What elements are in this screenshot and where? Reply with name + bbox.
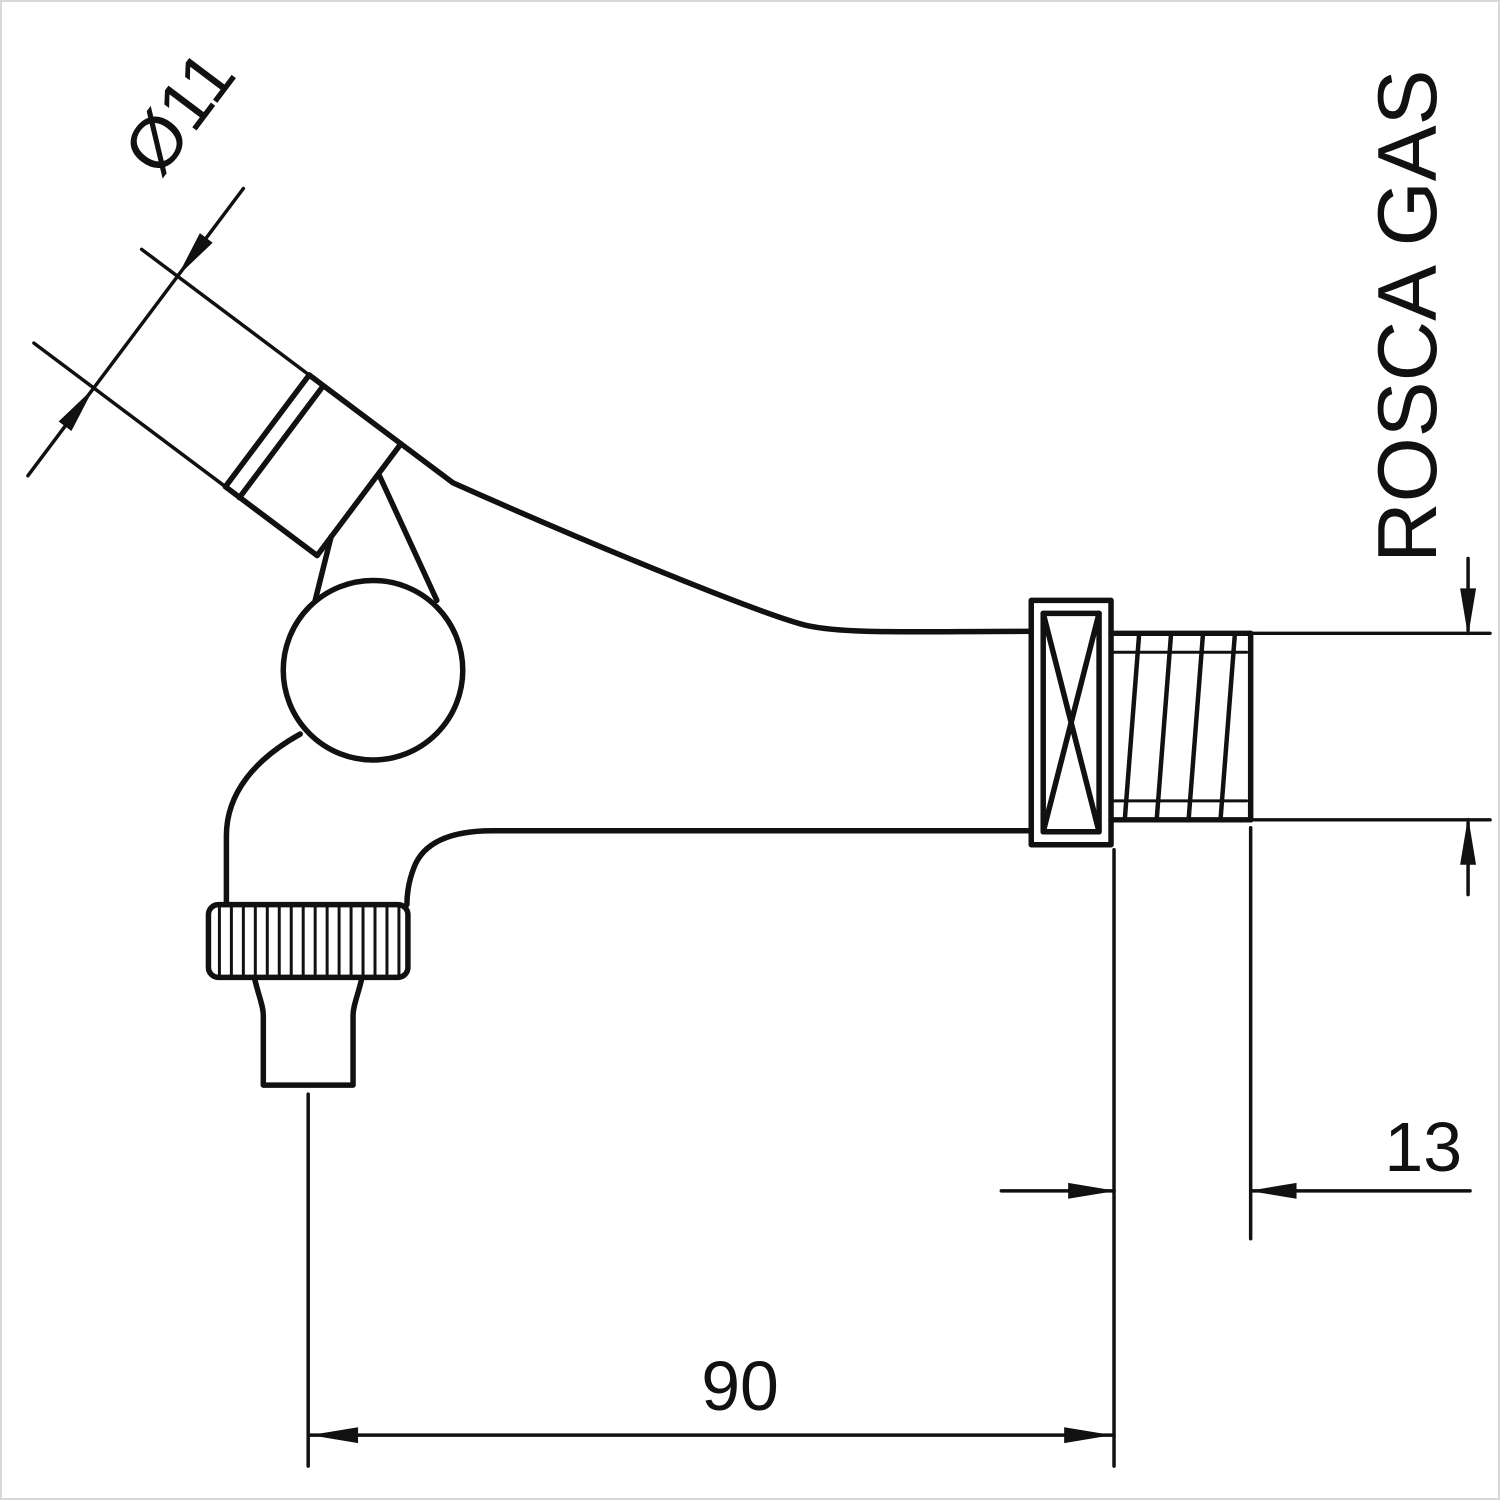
bonnet-right-edge [376,471,440,604]
dim-arrowhead [1460,588,1477,637]
dim-arrowhead [1248,1182,1297,1199]
faucet-outline [205,372,1254,1088]
wall-flange-inner [1040,610,1102,835]
dim-body-length [306,1092,1116,1468]
body-length-label: 90 [701,1347,779,1425]
dim-thread-length [999,826,1472,1468]
dim-line [26,186,246,478]
body-top-edge [450,479,1034,635]
dim-arrowhead [1460,816,1477,865]
thread-root-lines [1109,650,1249,803]
dim-arrowhead [58,387,94,432]
labels: Ø11 ROSCA GAS 13 90 [108,37,1462,1425]
spout-upper-edge [306,372,456,486]
spout-lower-edge [222,483,320,559]
wall-flange-cross [1040,610,1102,835]
dimensions [26,186,1492,1468]
spout-diameter-label: Ø11 [108,37,250,189]
dim-arrowhead [177,233,213,277]
body-bottom-edge [404,828,1034,908]
dim-ext-line [139,247,311,377]
thread-type-label: ROSCA GAS [1360,69,1454,562]
dim-arrowhead [310,1427,359,1444]
thread-crest-lines [1122,634,1237,820]
aerator-ring-knurling [217,906,401,976]
dim-thread-diameter [1248,556,1492,897]
wall-flange-outer [1028,597,1114,848]
aerator-ring [205,901,411,981]
body-left-edge [223,731,303,908]
thread-length-label: 13 [1384,1108,1462,1186]
aerator-outlet [251,974,365,1088]
spout-tip-face [222,372,312,490]
dim-spout-diameter [26,186,311,489]
dim-arrowhead [1068,1182,1117,1199]
handle-ball [280,577,466,763]
spout-barb-band [236,383,326,501]
dim-ext-line [32,341,228,489]
dim-arrowhead [1064,1427,1113,1444]
bonnet-left-edge [312,533,334,604]
